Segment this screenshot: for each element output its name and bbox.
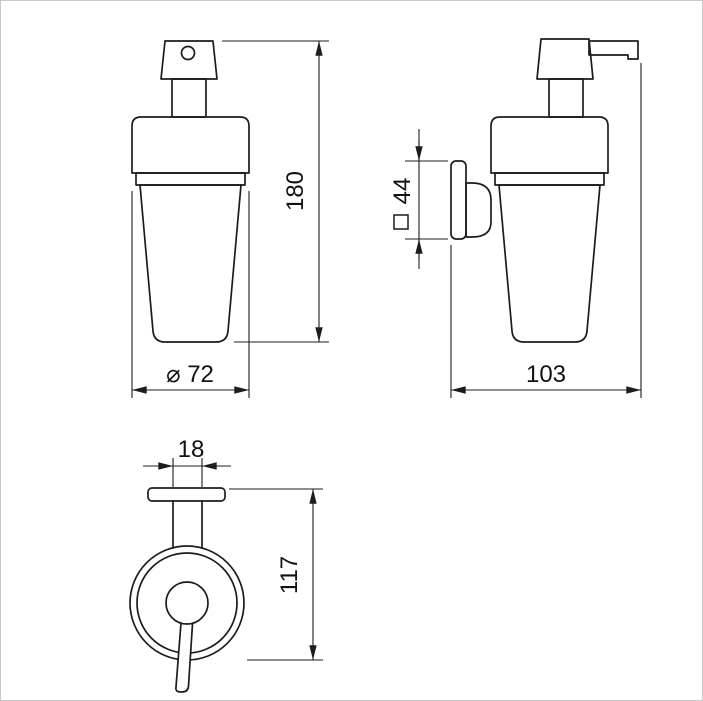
- pump-bottom-circle: [165, 581, 209, 625]
- side-view: 44 103: [389, 38, 642, 398]
- holder-collar-side: [490, 116, 609, 174]
- dimension-label-arm-width: 18: [178, 436, 205, 463]
- dimension-label-depth-side: 103: [526, 361, 566, 388]
- pump-neck-side: [548, 78, 584, 118]
- holder-collar-front: [131, 116, 250, 174]
- bottom-view: 18 117: [129, 436, 323, 693]
- dimension-diameter: ⌀ 72: [131, 191, 250, 398]
- dimension-label-height: 180: [282, 171, 309, 211]
- dimension-height: 180: [222, 40, 329, 343]
- holder-ring-front: [135, 172, 246, 186]
- pump-head-side: [536, 38, 594, 80]
- dimension-depth-bottom: 117: [229, 488, 323, 661]
- pump-spout: [588, 40, 639, 60]
- pump-neck-front: [171, 78, 207, 118]
- dimension-arm-width: 18: [143, 436, 231, 487]
- front-view: 180 ⌀ 72: [131, 40, 329, 398]
- dimension-depth-side: 103: [450, 63, 642, 398]
- holder-ring-side: [494, 172, 605, 186]
- pump-head-hole: [180, 45, 196, 61]
- dimension-mount: 44: [389, 129, 448, 269]
- glass-cup-front: [139, 184, 242, 343]
- dimension-label-diameter: ⌀ 72: [166, 361, 214, 388]
- mount-arm-side: [465, 182, 492, 238]
- wall-plate-bottom: [147, 487, 226, 502]
- suction-tube: [175, 622, 194, 693]
- square-section-symbol: [393, 214, 409, 230]
- dimension-label-depth-bottom: 117: [276, 556, 303, 594]
- pump-head-front: [160, 40, 218, 80]
- glass-cup-side: [498, 184, 601, 343]
- wall-plate-side: [450, 160, 467, 240]
- dimension-label-mount: 44: [389, 178, 416, 205]
